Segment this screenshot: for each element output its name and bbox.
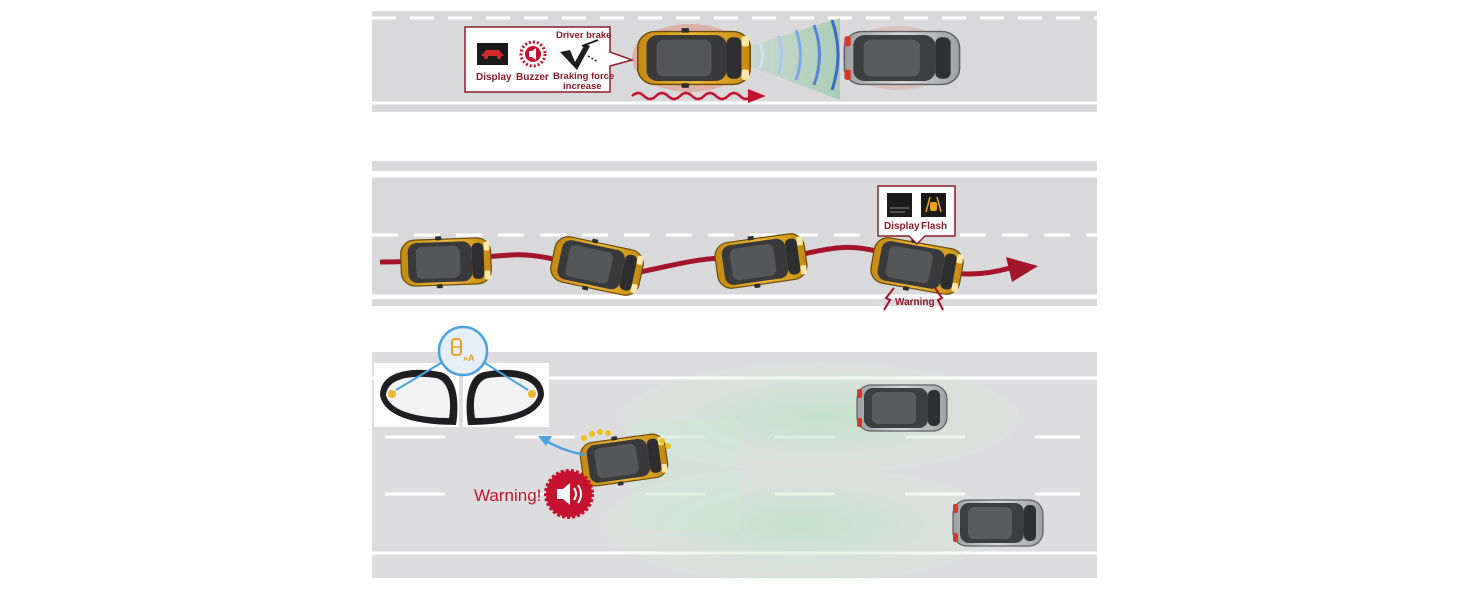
panel-forward-collision: Display Buzzer Driver brake Braking forc… (372, 11, 1097, 112)
callout-lane-departure: Display Flash (877, 185, 956, 246)
callout-forward-collision: Display Buzzer Driver brake Braking forc… (464, 26, 635, 93)
detection-zone-lower (600, 467, 1000, 583)
callout1-braking-force-line1: Braking force (553, 71, 614, 82)
left-mirror-icon (380, 369, 458, 425)
blind-spot-indicator-icon: »A (437, 325, 489, 377)
panel-lane-departure: Warning Display Flash (372, 161, 1097, 311)
buzzer-icon (519, 40, 547, 68)
approach-arrow (631, 91, 756, 101)
weaving-car-1 (399, 233, 493, 291)
callout2-display-label: Display (884, 221, 920, 232)
approach-arrow-head (748, 89, 766, 103)
callout2-flash-label: Flash (921, 221, 947, 232)
brake-pedal-icon (560, 39, 599, 70)
speaker-icon (544, 469, 594, 519)
panel-blind-spot: Warning! »A (372, 325, 1097, 583)
warning-zigzag-right (934, 287, 944, 311)
arrow-right-icon (1006, 257, 1038, 282)
lane-display-icon (887, 193, 912, 217)
turn-signal-flash (581, 429, 671, 449)
lane-warning-label: Warning (895, 297, 935, 308)
adjacent-car-upper (856, 384, 948, 432)
callout1-display-label: Display (476, 72, 512, 83)
callout1-braking-force-line2: increase (563, 81, 602, 92)
warning-zigzag-left (883, 287, 895, 311)
lead-car-1 (843, 30, 961, 86)
radar-waves (758, 19, 840, 91)
svg-text:»A: »A (463, 353, 475, 363)
blind-spot-warning-label: Warning! (474, 486, 541, 505)
own-car-1 (637, 27, 751, 89)
callout1-buzzer-label: Buzzer (516, 72, 549, 83)
callout1-brake-label: Driver brake (556, 30, 611, 41)
adjacent-car-lower (952, 499, 1044, 547)
road-2-shoulder (372, 161, 1097, 171)
